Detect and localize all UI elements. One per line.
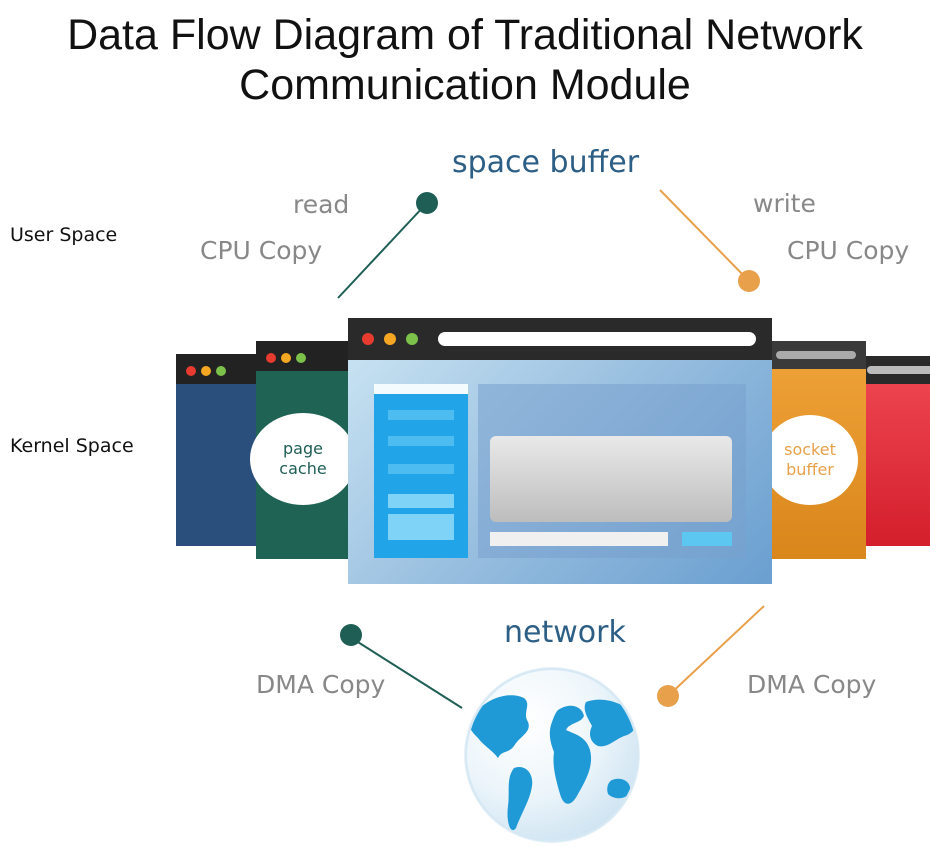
write-cpu-copy-label: CPU Copy <box>787 236 910 265</box>
read-connector <box>337 204 426 299</box>
page-cache-line-1: page <box>283 439 323 458</box>
diagram-title: Data Flow Diagram of Traditional Network… <box>0 10 930 110</box>
dma-right-dot <box>657 685 679 707</box>
read-label: read <box>293 190 350 219</box>
main-window <box>348 318 772 584</box>
socket-buffer-line-1: socket <box>784 440 836 459</box>
network-heading: network <box>504 615 626 650</box>
dma-left-connector <box>349 636 463 709</box>
globe-icon <box>464 667 640 843</box>
user-space-label: User Space <box>10 224 118 246</box>
page-cache-line-2: cache <box>279 459 327 478</box>
dma-copy-right-label: DMA Copy <box>747 670 877 699</box>
kernel-space-label: Kernel Space <box>10 435 134 457</box>
dma-right-connector <box>667 605 765 697</box>
main-window-content-card <box>490 436 732 522</box>
write-dot <box>738 270 760 292</box>
socket-buffer-node: socket buffer <box>762 415 858 505</box>
write-label: write <box>753 189 816 218</box>
title-line-1: Data Flow Diagram of Traditional Network <box>67 11 863 59</box>
dma-left-dot <box>340 624 362 646</box>
socket-buffer-line-2: buffer <box>786 460 834 479</box>
space-buffer-heading: space buffer <box>452 145 640 180</box>
read-dot <box>416 192 438 214</box>
dma-copy-left-label: DMA Copy <box>256 670 386 699</box>
title-line-2: Communication Module <box>239 61 691 109</box>
write-connector <box>659 189 749 281</box>
page-cache-node: page cache <box>250 413 356 505</box>
read-cpu-copy-label: CPU Copy <box>200 236 323 265</box>
